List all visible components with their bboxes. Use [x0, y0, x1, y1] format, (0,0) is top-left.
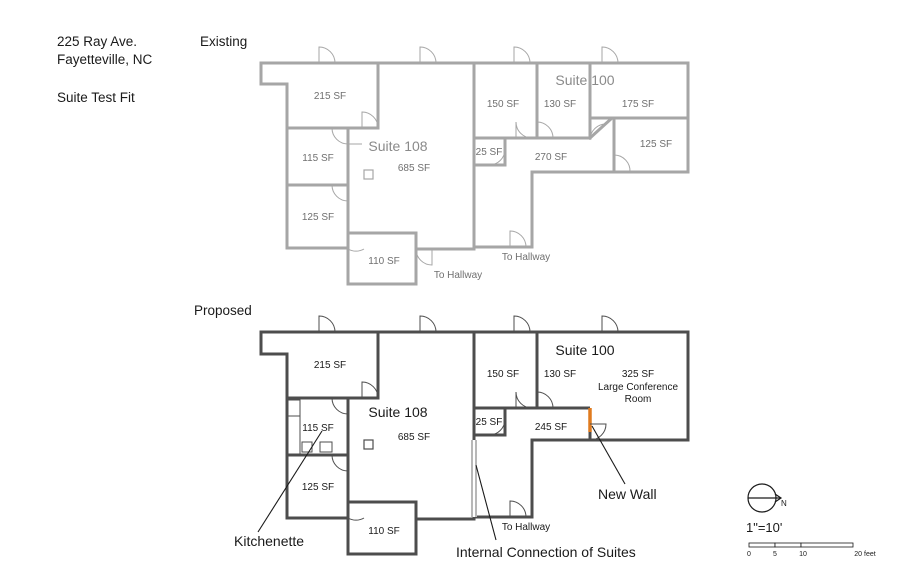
- callout-leaders: [257, 425, 626, 541]
- pr-suite-108-label: Suite 108: [368, 404, 427, 420]
- pr-room-115: 115 SF: [302, 423, 334, 434]
- pr-room-325: 325 SF: [622, 369, 654, 380]
- ex-to-hallway-2: To Hallway: [502, 252, 550, 263]
- ex-room-270: 270 SF: [535, 152, 567, 163]
- existing-doors: [318, 46, 631, 266]
- pr-conference-line1: Large Conference: [598, 382, 678, 393]
- ex-suite-108-label: Suite 108: [368, 138, 427, 154]
- pr-room-25: 25 SF: [476, 417, 503, 428]
- ex-room-125b: 125 SF: [640, 139, 672, 150]
- scale-text: 1"=10': [746, 520, 782, 535]
- ex-suite-100-label: Suite 100: [555, 72, 614, 88]
- pr-suite-100-label: Suite 100: [555, 342, 614, 358]
- scale-tick-0: 0: [747, 551, 751, 558]
- pr-conference-line2: Room: [625, 394, 652, 405]
- subtitle: Suite Test Fit: [57, 90, 135, 105]
- existing-heading: Existing: [200, 34, 248, 49]
- address-line-2: Fayetteville, NC: [57, 52, 153, 67]
- pr-to-hallway: To Hallway: [502, 522, 550, 533]
- pr-room-150: 150 SF: [487, 369, 519, 380]
- callout-internal-connection: Internal Connection of Suites: [456, 544, 636, 560]
- callout-kitchenette: Kitchenette: [234, 533, 304, 549]
- pr-room-110: 110 SF: [368, 526, 400, 537]
- ex-room-115: 115 SF: [302, 153, 334, 164]
- ex-to-hallway-1: To Hallway: [434, 270, 482, 281]
- proposed-doors: [318, 315, 619, 521]
- existing-plan: [259, 61, 690, 286]
- scale-tick-10: 10: [799, 551, 807, 558]
- pr-room-125: 125 SF: [302, 482, 334, 493]
- address-line-1: 225 Ray Ave.: [57, 34, 138, 49]
- callout-new-wall: New Wall: [598, 486, 657, 502]
- scale-bar: [748, 542, 854, 548]
- pr-room-685: 685 SF: [398, 432, 430, 443]
- ex-room-130: 130 SF: [544, 99, 576, 110]
- ex-room-25: 25 SF: [476, 147, 503, 158]
- ex-room-175: 175 SF: [622, 99, 654, 110]
- north-label: N: [781, 499, 787, 508]
- kitchenette-fixtures: [286, 399, 333, 455]
- pr-room-130: 130 SF: [544, 369, 576, 380]
- ex-room-125a: 125 SF: [302, 212, 334, 223]
- proposed-heading: Proposed: [194, 303, 252, 318]
- pr-room-215: 215 SF: [314, 360, 346, 371]
- ex-room-215: 215 SF: [314, 91, 346, 102]
- scale-tick-20: 20 feet: [854, 551, 875, 558]
- ex-room-685: 685 SF: [398, 163, 430, 174]
- scale-tick-5: 5: [773, 551, 777, 558]
- ex-room-150: 150 SF: [487, 99, 519, 110]
- ex-room-110: 110 SF: [368, 256, 400, 267]
- internal-connection-opening: [471, 440, 477, 517]
- pr-room-245: 245 SF: [535, 422, 567, 433]
- north-arrow-icon: [747, 483, 783, 513]
